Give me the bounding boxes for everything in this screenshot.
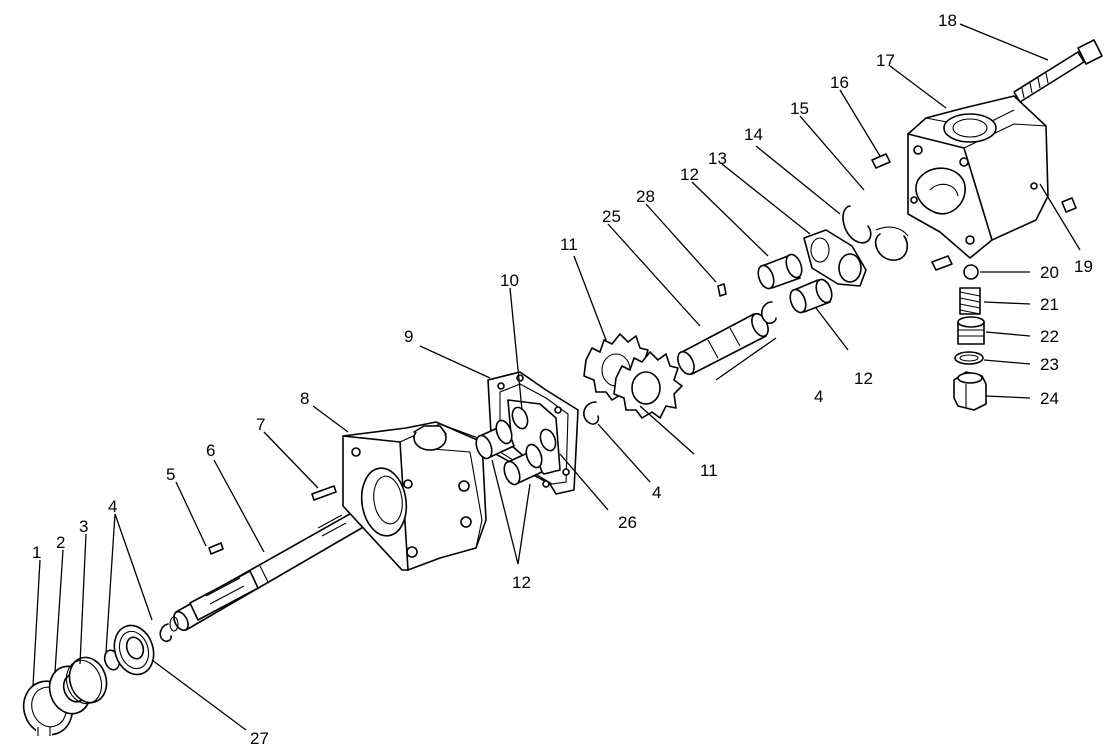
callout-labels: 1 2 3 4 4 4 5 6 7 8 9 10 11 11 12 12 12 … bbox=[32, 11, 1093, 748]
part-driven-shaft bbox=[677, 312, 769, 376]
callout-15: 15 bbox=[790, 99, 809, 118]
callout-10: 10 bbox=[500, 271, 519, 290]
callout-3: 3 bbox=[79, 517, 88, 536]
callout-26: 26 bbox=[618, 513, 637, 532]
callout-28: 28 bbox=[636, 187, 655, 206]
callout-27: 27 bbox=[250, 729, 269, 748]
part-plug bbox=[1061, 197, 1077, 213]
callout-17: 17 bbox=[876, 51, 895, 70]
part-spring bbox=[959, 287, 981, 315]
callout-23: 23 bbox=[1040, 355, 1059, 374]
callout-6: 6 bbox=[206, 441, 215, 460]
callout-19: 19 bbox=[1074, 257, 1093, 276]
callout-5: 5 bbox=[166, 465, 175, 484]
callout-7: 7 bbox=[256, 415, 265, 434]
part-key bbox=[208, 542, 224, 555]
part-bushings-rear bbox=[757, 253, 833, 314]
part-gears bbox=[583, 333, 683, 419]
part-dowel-pin-lower bbox=[931, 255, 953, 271]
part-seal-rear-2 bbox=[874, 226, 909, 261]
callout-4-right: 4 bbox=[814, 387, 823, 406]
part-dowel-pin bbox=[871, 153, 891, 169]
callout-12-right: 12 bbox=[854, 369, 873, 388]
part-seal-rear bbox=[842, 205, 872, 244]
part-ball bbox=[963, 264, 979, 280]
callout-11-bottom: 11 bbox=[700, 461, 718, 480]
callout-20: 20 bbox=[1040, 263, 1059, 282]
leader-lines bbox=[32, 23, 1081, 731]
part-poppet bbox=[957, 316, 985, 345]
callout-14: 14 bbox=[744, 125, 763, 144]
callout-8: 8 bbox=[300, 389, 309, 408]
part-front-housing bbox=[342, 421, 487, 571]
part-retaining-ring-mid bbox=[583, 401, 600, 425]
callout-12-top: 12 bbox=[680, 165, 699, 184]
callout-4-mid: 4 bbox=[652, 483, 661, 502]
part-pin bbox=[311, 485, 337, 501]
callout-22: 22 bbox=[1040, 327, 1059, 346]
part-retaining-ring-right bbox=[760, 301, 777, 325]
part-bolt bbox=[1013, 39, 1103, 103]
callout-11-top: 11 bbox=[560, 235, 578, 254]
part-retaining-ring-shaft bbox=[159, 623, 172, 643]
part-bushings-front bbox=[475, 406, 557, 486]
part-drive-shaft bbox=[169, 505, 373, 632]
callout-9: 9 bbox=[404, 327, 413, 346]
callout-21: 21 bbox=[1040, 295, 1059, 314]
part-spacer-ring bbox=[65, 656, 108, 705]
callout-24: 24 bbox=[1040, 389, 1059, 408]
callout-2: 2 bbox=[56, 533, 65, 552]
callout-1: 1 bbox=[32, 543, 41, 562]
callout-13: 13 bbox=[708, 149, 727, 168]
part-thrust-plate bbox=[803, 229, 867, 287]
part-bearing bbox=[113, 624, 155, 676]
part-small-pin bbox=[717, 283, 727, 297]
callout-25: 25 bbox=[602, 207, 621, 226]
callout-18: 18 bbox=[938, 11, 957, 30]
callout-16: 16 bbox=[830, 73, 849, 92]
part-cap-nut bbox=[953, 371, 987, 411]
part-rear-cover bbox=[907, 95, 1049, 259]
part-washer bbox=[954, 351, 984, 365]
callout-12-bottom: 12 bbox=[512, 573, 531, 592]
callout-4-left: 4 bbox=[108, 497, 117, 516]
